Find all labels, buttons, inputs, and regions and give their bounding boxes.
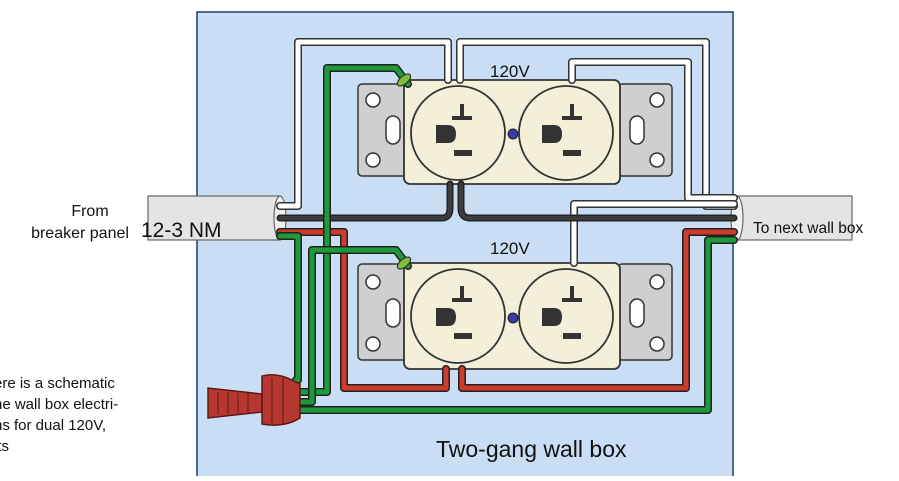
from-label-line2: breaker panel	[31, 225, 129, 242]
ground-screw-top	[396, 73, 412, 87]
outlet-face-bottom-right	[518, 268, 614, 364]
wire-neutral	[276, 38, 738, 267]
mounting-strap-bottom-left	[357, 263, 413, 361]
cable-out-label: To next wall box	[753, 220, 864, 237]
wire-hot-red	[276, 228, 738, 392]
wire-nut-icon	[207, 373, 301, 426]
from-label-line1: From	[71, 203, 108, 220]
voltage-label-bottom: 120V	[490, 239, 530, 258]
mounting-strap-top-left	[357, 83, 413, 177]
voltage-label-top: 120V	[490, 62, 530, 81]
cable-in-label: 12-3 NM	[141, 219, 222, 242]
mounting-strap-bottom-right	[617, 263, 673, 361]
outlet-face-top-right	[518, 85, 614, 181]
caption-line-3: ns for dual 120V,	[0, 417, 106, 434]
ground-screw-bottom	[396, 256, 412, 270]
wire-ground	[276, 64, 738, 414]
cover-screw-top	[507, 128, 519, 140]
caption-line-2: he wall box electri-	[0, 396, 118, 413]
cover-screw-bottom	[507, 312, 519, 324]
outlet-face-bottom-left	[410, 268, 506, 364]
caption-line-1: ere is a schematic	[0, 375, 115, 392]
mounting-strap-top-right	[617, 83, 673, 177]
caption-line-4: its	[0, 438, 9, 455]
box-name-label: Two-gang wall box	[436, 436, 627, 462]
cable-outgoing	[730, 195, 853, 241]
outlet-face-top-left	[410, 85, 506, 181]
wire-hot-black	[276, 180, 738, 222]
